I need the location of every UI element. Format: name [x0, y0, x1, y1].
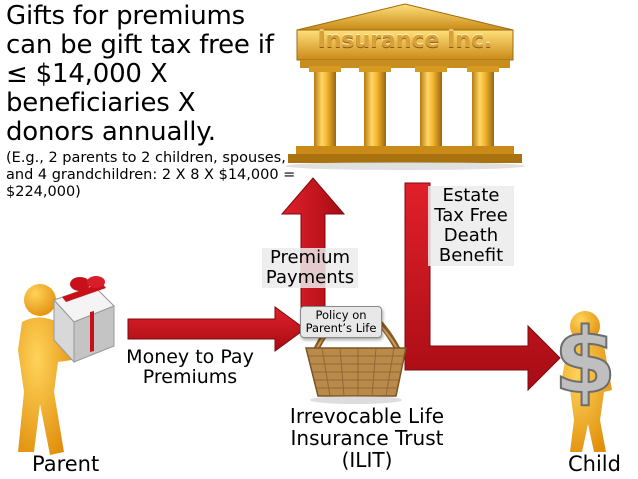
trust-label: Irrevocable Life Insurance Trust (ILIT): [289, 404, 445, 472]
parent-figure-icon: [18, 276, 115, 455]
svg-text:$: $: [554, 309, 617, 414]
gift-tax-headline: Gifts for premiums can be gift tax free …: [6, 1, 274, 147]
child-figure-icon: $: [553, 308, 618, 452]
parent-label: Parent: [32, 452, 100, 476]
money-to-pay-label: Money to Pay Premiums: [126, 346, 254, 388]
gift-icon: [53, 276, 115, 364]
dollar-sign-icon: $: [553, 308, 618, 415]
child-label: Child: [568, 452, 621, 476]
policy-tag: Policy on Parent’s Life: [300, 306, 382, 338]
death-benefit-label: Estate Tax Free Death Benefit: [428, 186, 514, 266]
money-arrow: [127, 306, 306, 352]
insurance-building-icon: [285, 3, 525, 170]
premium-payments-label: Premium Payments: [262, 248, 358, 288]
insurer-name: Insurance Inc.: [317, 28, 493, 53]
gift-tax-example: (E.g., 2 parents to 2 children, spouses,…: [6, 150, 296, 200]
